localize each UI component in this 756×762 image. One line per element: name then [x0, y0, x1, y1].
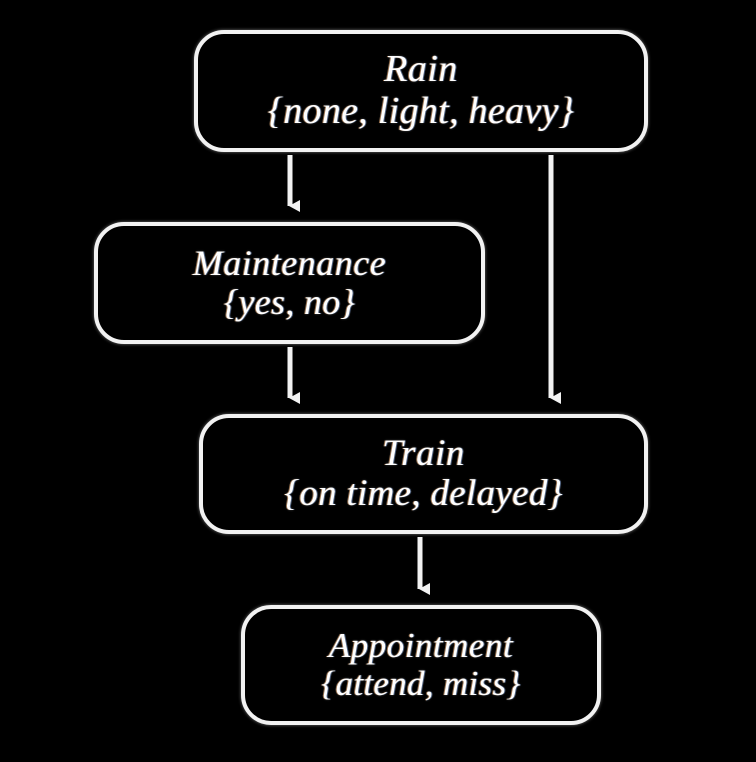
node-maintenance-states: {yes, no}	[223, 282, 356, 322]
node-train[interactable]: Train {on time, delayed}	[199, 414, 648, 534]
node-appointment-states: {attend, miss}	[321, 664, 521, 703]
node-appointment[interactable]: Appointment {attend, miss}	[241, 605, 601, 725]
node-appointment-label: Appointment	[328, 625, 514, 665]
node-maintenance[interactable]: Maintenance {yes, no}	[94, 222, 485, 344]
node-train-label: Train	[382, 432, 465, 474]
node-rain-states: {none, light, heavy}	[267, 90, 575, 132]
node-rain[interactable]: Rain {none, light, heavy}	[194, 30, 648, 152]
node-maintenance-label: Maintenance	[192, 242, 387, 283]
node-rain-label: Rain	[384, 48, 458, 91]
node-train-states: {on time, delayed}	[284, 473, 563, 514]
